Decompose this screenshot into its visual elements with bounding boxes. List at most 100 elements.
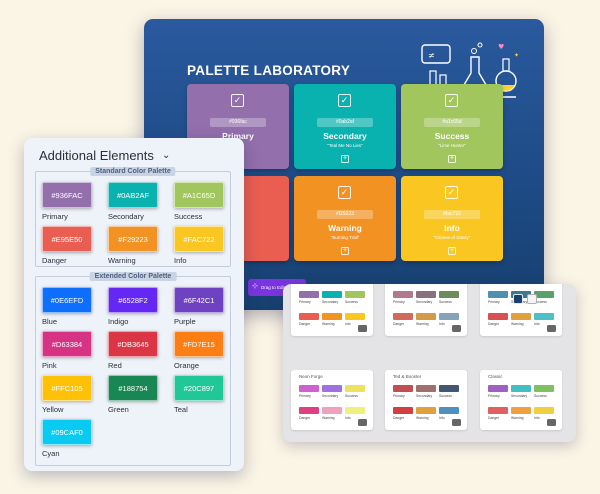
theme-name: Classic: [488, 374, 503, 379]
card-name: Primary: [222, 131, 254, 141]
card-name: Success: [434, 131, 470, 141]
theme-swatch-label: Secondary: [416, 394, 433, 398]
theme-swatch-label: Warning: [511, 322, 524, 326]
theme-swatch-label: Secondary: [416, 300, 433, 304]
hex-field[interactable]: #f29223: [317, 210, 373, 219]
color-chip[interactable]: #0E6EFD: [42, 287, 92, 313]
extended-palette-label: Extended Color Palette: [89, 272, 177, 281]
color-chip-label: Danger: [42, 256, 67, 265]
theme-swatch-label: Danger: [299, 416, 311, 420]
color-chip[interactable]: #FFC105: [42, 375, 92, 401]
theme-swatch: [322, 407, 342, 414]
apply-theme-icon[interactable]: [358, 419, 367, 426]
check-icon[interactable]: ✓: [445, 186, 458, 199]
color-chip[interactable]: #FAC722: [174, 226, 224, 252]
card-name: Info: [444, 223, 460, 233]
theme-name: Neon Forge: [299, 374, 323, 379]
apply-theme-icon[interactable]: [547, 325, 556, 332]
apply-theme-icon[interactable]: [452, 325, 461, 332]
theme-swatch: [393, 313, 413, 320]
color-chip-label: Warning: [108, 256, 136, 265]
color-chip[interactable]: #A1C65D: [174, 182, 224, 208]
color-chip[interactable]: #188754: [108, 375, 158, 401]
color-chip[interactable]: #F29223: [108, 226, 158, 252]
apply-theme-icon[interactable]: [547, 419, 556, 426]
theme-swatch-label: Danger: [393, 322, 405, 326]
apply-theme-icon[interactable]: [358, 325, 367, 332]
theme-swatch-label: Info: [534, 322, 540, 326]
check-icon[interactable]: ✓: [338, 94, 351, 107]
theme-swatch: [534, 407, 554, 414]
add-icon[interactable]: +: [448, 155, 456, 163]
color-chip-label: Blue: [42, 317, 58, 326]
color-chip[interactable]: #FD7E15: [174, 331, 224, 357]
color-chip[interactable]: #09CAF0: [42, 419, 92, 445]
color-chip[interactable]: #DB3645: [108, 331, 158, 357]
theme-swatch-label: Success: [345, 394, 358, 398]
theme-swatch-label: Success: [439, 394, 452, 398]
theme-swatch: [488, 313, 508, 320]
theme-swatch-label: Primary: [393, 300, 405, 304]
theme-swatch: [299, 291, 319, 298]
color-chip-label: Primary: [42, 212, 68, 221]
color-chip[interactable]: #6528F2: [108, 287, 158, 313]
add-icon[interactable]: +: [341, 247, 349, 255]
check-icon[interactable]: ✓: [231, 94, 244, 107]
color-chip-label: Green: [108, 405, 129, 414]
hex-field[interactable]: #a1c65d: [424, 118, 480, 127]
svg-text:♥: ♥: [498, 43, 504, 51]
theme-swatch-label: Info: [439, 416, 445, 420]
hierarchy-icon: ⊹: [252, 283, 258, 290]
color-chip-label: Purple: [174, 317, 196, 326]
add-icon[interactable]: +: [448, 247, 456, 255]
light-theme-toggle[interactable]: [527, 294, 537, 304]
chevron-down-icon[interactable]: ⌄: [162, 150, 171, 161]
apply-theme-icon[interactable]: [452, 419, 461, 426]
svg-text:≠: ≠: [428, 51, 435, 60]
check-icon[interactable]: ✓: [445, 94, 458, 107]
color-chip-label: Indigo: [108, 317, 129, 326]
theme-swatch: [299, 313, 319, 320]
color-chip[interactable]: #D63384: [42, 331, 92, 357]
color-chip[interactable]: #20C897: [174, 375, 224, 401]
theme-swatch-label: Success: [345, 300, 358, 304]
add-icon[interactable]: +: [341, 155, 349, 163]
theme-swatch: [322, 385, 342, 392]
theme-swatch: [511, 313, 531, 320]
theme-swatch-label: Warning: [322, 416, 335, 420]
standard-palette-label: Standard Color Palette: [90, 167, 176, 176]
theme-swatch: [439, 291, 459, 298]
card-subtitle: "Teal Me No Lies": [327, 143, 363, 148]
check-icon[interactable]: ✓: [338, 186, 351, 199]
color-chip[interactable]: #E95E50: [42, 226, 92, 252]
theme-swatch-label: Info: [345, 322, 351, 326]
svg-text:✦: ✦: [514, 52, 519, 59]
theme-swatch-label: Danger: [488, 416, 500, 420]
color-chip[interactable]: #0AB2AF: [108, 182, 158, 208]
theme-swatch: [416, 407, 436, 414]
standard-palette-group: Standard Color Palette #936FAC Primary #0A…: [35, 167, 231, 267]
hex-field[interactable]: #0ab2af: [317, 118, 373, 127]
theme-swatch-label: Danger: [488, 322, 500, 326]
hex-field[interactable]: #936fac: [210, 118, 266, 127]
color-chip[interactable]: #6F42C1: [174, 287, 224, 313]
panel-title: Additional Elements: [39, 148, 154, 163]
color-chip[interactable]: #936FAC: [42, 182, 92, 208]
color-chip-label: Yellow: [42, 405, 64, 414]
dark-theme-toggle[interactable]: [513, 294, 523, 304]
color-chip-label: Red: [108, 361, 122, 370]
hex-field[interactable]: #fac722: [424, 210, 480, 219]
theme-swatch-label: Primary: [299, 300, 311, 304]
card-subtitle: "Groove of Sanity": [433, 235, 471, 240]
